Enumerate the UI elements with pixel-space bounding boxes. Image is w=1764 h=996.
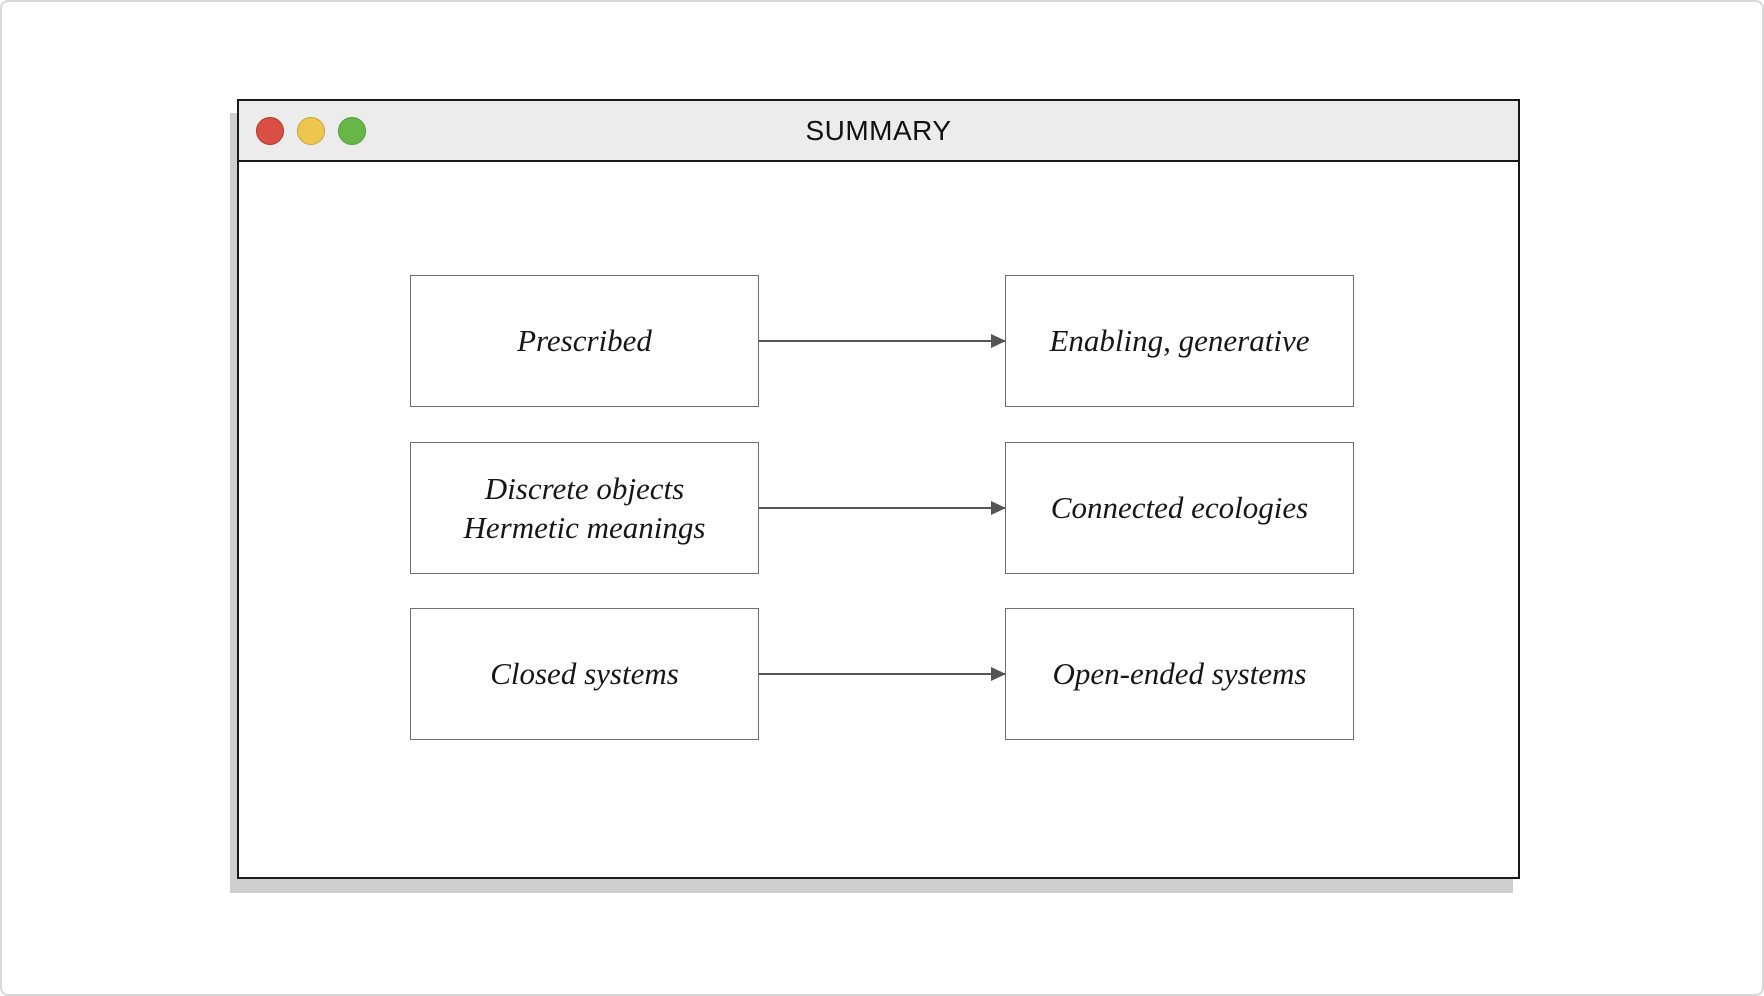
window-titlebar: SUMMARY [239, 101, 1518, 162]
minimize-button[interactable] [297, 116, 325, 145]
arrow-right-icon [759, 334, 1006, 348]
diagram-box-closed-systems: Closed systems [410, 608, 759, 740]
diagram-box-open-ended-systems: Open-ended systems [1005, 608, 1354, 740]
close-button[interactable] [256, 116, 284, 145]
window-title: SUMMARY [805, 114, 952, 146]
window-controls [256, 101, 366, 160]
box-label: Open-ended systems [1052, 656, 1307, 692]
box-label: Enabling, generative [1049, 323, 1310, 359]
box-label: Connected ecologies [1050, 490, 1309, 526]
diagram-box-enabling-generative: Enabling, generative [1005, 275, 1354, 407]
box-label: Prescribed [517, 323, 652, 359]
arrow-right-icon [759, 667, 1006, 681]
box-label: Closed systems [490, 656, 679, 692]
app-window: SUMMARY Prescribed Enabling, generative … [237, 99, 1520, 879]
diagram-box-connected-ecologies: Connected ecologies [1005, 442, 1354, 574]
diagram-box-discrete-objects: Discrete objects Hermetic meanings [410, 442, 759, 574]
arrow-right-icon [759, 501, 1006, 515]
box-label-line: Hermetic meanings [463, 510, 706, 545]
zoom-button[interactable] [338, 116, 366, 145]
diagram-box-prescribed: Prescribed [410, 275, 759, 407]
box-label-line: Discrete objects [484, 470, 685, 506]
